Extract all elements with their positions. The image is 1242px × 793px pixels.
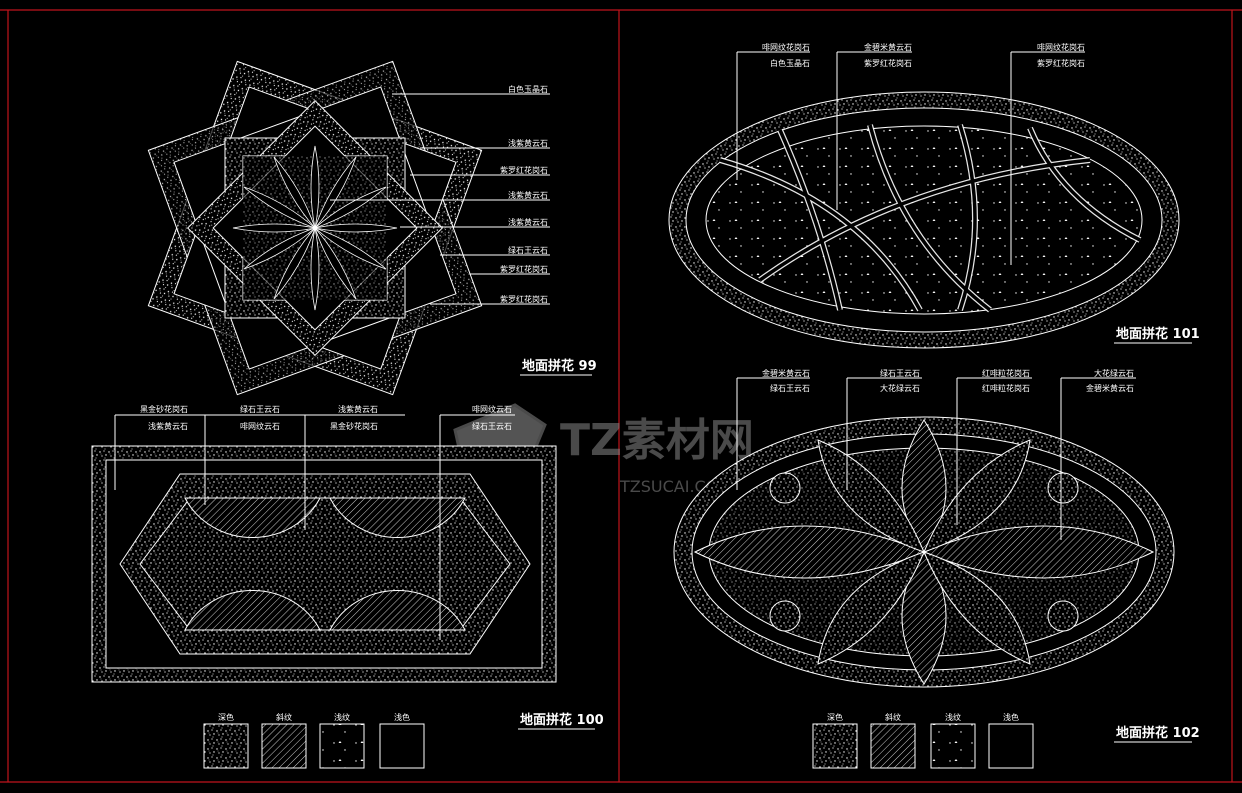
callout-label: 浅紫黄云石 [508,190,548,200]
legend-swatch-hatch [870,723,916,769]
callout-label: 黑金砂花岗石 [330,421,378,431]
legend-label: 斜纹 [885,712,901,722]
callout-label: 紫罗红花岗石 [500,294,548,304]
legend-label: 深色 [827,712,843,722]
callout-label: 浅紫黄云石 [508,217,548,227]
callout-label: 绿石王云石 [240,405,280,414]
legend-swatch-plain [379,723,425,769]
callout-label: 紫罗红花岗石 [500,264,548,274]
callout-label: 金碧米黄云石 [1086,383,1134,393]
callout-label: 红啡粒花岗石 [982,383,1030,393]
legend-label: 浅纹 [945,712,961,722]
legend-swatch-sparse [930,723,976,769]
pattern-title: 地面拼花 99 [522,358,597,374]
callout-label: 啡网纹云石 [240,421,280,431]
legend-label: 浅纹 [334,712,350,722]
drawing-frame [0,9,1242,783]
legend-swatch-sparse [319,723,365,769]
callout-label: 浅紫黄云石 [508,138,548,148]
callout-label: 红啡粒花岗石 [982,368,1030,378]
legend-label: 浅色 [1003,712,1019,722]
pattern-title: 地面拼花 101 [1116,326,1200,342]
callout-label: 啡网纹云石 [472,404,512,414]
legend: 深色 斜纹 浅纹 浅色 [203,712,425,769]
callout-label: 紫罗红花岗石 [1037,58,1085,68]
pattern-title: 地面拼花 102 [1116,725,1200,741]
legend-swatch-hatch [261,723,307,769]
watermark-brand: TZ素材网 [560,415,754,466]
callout-label: 绿石王云石 [472,422,512,431]
callout-label: 金碧米黄云石 [762,368,810,378]
callout-label: 大花绿云石 [1094,368,1134,378]
callout-label: 啡网纹花岗石 [762,42,810,52]
callout-label: 绿石王云石 [880,369,920,378]
callout-label: 白色玉晶石 [508,84,548,94]
pattern-101: 啡网纹花岗石 白色玉晶石 金碧米黄云石 紫罗红花岗石 啡网纹花岗石 紫罗红花岗石… [668,42,1200,349]
legend-label: 深色 [218,712,234,722]
pattern-title: 地面拼花 100 [520,712,604,728]
callout-label: 浅紫黄云石 [148,421,188,431]
callout-label: 金碧米黄云石 [864,42,912,52]
callout-label: 白色玉晶石 [770,58,810,68]
callout-label: 大花绿云石 [880,383,920,393]
callout-label: 啡网纹花岗石 [1037,42,1085,52]
legend-swatch-plain [988,723,1034,769]
pattern-102: 金碧米黄云石 绿石王云石 绿石王云石 大花绿云石 红啡粒花岗石 红啡粒花岗石 大… [673,368,1200,769]
legend: 深色 斜纹 浅纹 浅色 [812,712,1034,769]
callout-label: 紫罗红花岗石 [500,165,548,175]
legend-label: 浅色 [394,712,410,722]
callout-label: 浅紫黄云石 [338,404,378,414]
pattern-99: 白色玉晶石 浅紫黄云石 紫罗红花岗石 浅紫黄云石 浅紫黄云石 绿石王云石 紫罗红… [147,60,597,396]
pattern-100: 黑金砂花岗石 浅紫黄云石 绿石王云石 啡网纹云石 浅紫黄云石 黑金砂花岗石 啡网… [91,404,604,769]
callout-label: 紫罗红花岗石 [864,58,912,68]
legend-label: 斜纹 [276,712,292,722]
legend-swatch-dense [203,723,249,769]
callout-label: 绿石王云石 [508,246,548,255]
legend-swatch-dense [812,723,858,769]
callout-label: 黑金砂花岗石 [140,404,188,414]
callout-label: 绿石王云石 [770,384,810,393]
